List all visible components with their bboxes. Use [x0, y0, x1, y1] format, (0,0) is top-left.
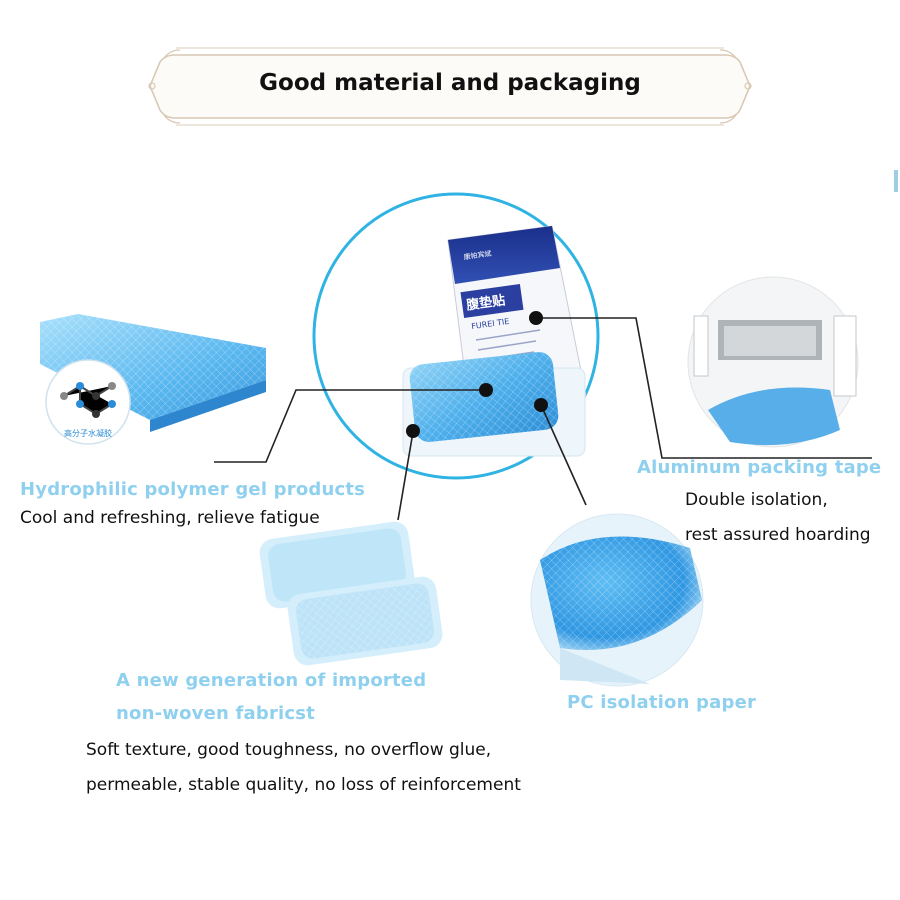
connector-pc [540, 404, 587, 506]
page-title: Good material and packaging [259, 70, 641, 96]
sachet-brand: 康帕宾斌 [463, 249, 492, 262]
feature-hydrophilic-title: Hydrophilic polymer gel products [20, 479, 366, 500]
gel-block [40, 314, 266, 432]
nonwoven-patches [259, 521, 443, 666]
feature-nonwoven-desc-1: Soft texture, good toughness, no overflo… [86, 740, 492, 760]
connector-nonwoven [397, 431, 414, 521]
feature-aluminum-title: Aluminum packing tape [637, 457, 882, 478]
feature-aluminum-desc-1: Double isolation, [685, 490, 828, 510]
sachet-label: 腹垫贴 [465, 292, 506, 313]
feature-nonwoven-title-1: A new generation of imported [116, 670, 427, 691]
feature-aluminum-desc-2: rest assured hoarding [685, 525, 871, 545]
feature-nonwoven-title-2: non-woven fabricst [116, 703, 315, 724]
banner-frame [148, 47, 752, 126]
feature-hydrophilic-desc: Cool and refreshing, relieve fatigue [20, 508, 320, 528]
molecule-caption: 高分子水凝胶 [64, 428, 112, 438]
highlight-circle [312, 192, 600, 480]
aluminum-closeup [687, 276, 859, 448]
connector-gel [214, 389, 485, 463]
molecule-badge: 高分子水凝胶 [45, 359, 131, 445]
feature-pc-paper-title: PC isolation paper [567, 692, 757, 713]
feature-nonwoven-desc-2: permeable, stable quality, no loss of re… [86, 775, 521, 795]
connector-aluminum [536, 317, 872, 459]
pc-paper-closeup [530, 513, 704, 687]
edge-marker [894, 170, 898, 192]
